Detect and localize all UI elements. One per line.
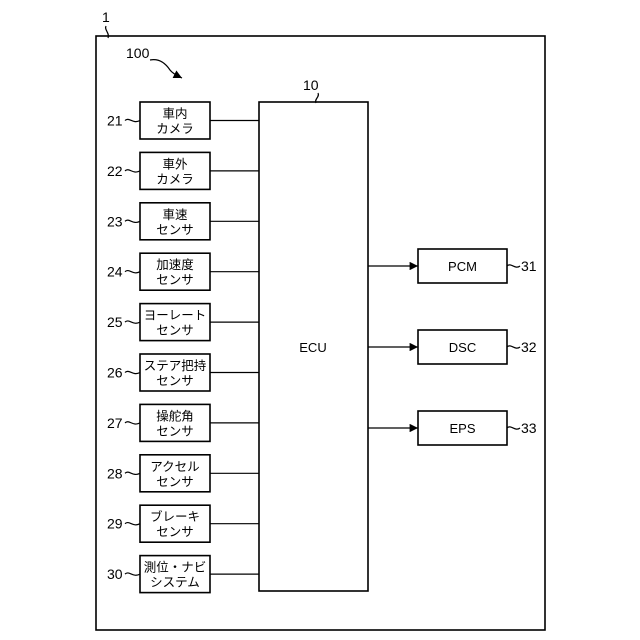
sensor-label-line2: センサ [156, 423, 194, 438]
sensor-ref-label: 24 [107, 264, 123, 280]
output-label: PCM [448, 259, 477, 274]
sensor-label-line1: 車速 [162, 207, 188, 222]
sensor-label-line1: 車外 [162, 156, 188, 171]
sensor-label-line1: 測位・ナビ [144, 560, 207, 575]
output-ref-label: 33 [521, 420, 537, 436]
sensor-label-line2: センサ [156, 222, 194, 237]
output-ref-label: 32 [521, 339, 537, 355]
sensor-label-line2: カメラ [156, 171, 194, 186]
ecu-ref-label: 10 [303, 77, 319, 93]
sensor-label-line1: ステア把持 [144, 358, 207, 373]
sensor-ref-label: 21 [107, 113, 123, 129]
vehicle-ref-label: 100 [126, 45, 150, 61]
sensor-label-line1: ブレーキ [150, 509, 200, 524]
sensor-label-line1: 加速度 [156, 257, 194, 272]
sensor-ref-label: 23 [107, 213, 123, 229]
sensor-label-line2: システム [150, 575, 200, 590]
sensor-label-line2: カメラ [156, 121, 194, 136]
sensor-label-line2: センサ [156, 323, 194, 338]
sensor-label-line1: 操舵角 [156, 408, 194, 423]
sensor-label-line2: センサ [156, 524, 194, 539]
sensor-ref-label: 29 [107, 516, 123, 532]
sensor-label-line2: センサ [156, 373, 194, 388]
system-ref-label: 1 [102, 9, 110, 25]
sensor-ref-label: 28 [107, 465, 123, 481]
sensor-ref-label: 22 [107, 163, 123, 179]
output-ref-label: 31 [521, 258, 537, 274]
output-label: EPS [449, 421, 475, 436]
sensor-ref-label: 26 [107, 365, 123, 381]
sensor-ref-label: 25 [107, 314, 123, 330]
sensor-label-line1: アクセル [150, 459, 199, 474]
sensor-ref-label: 27 [107, 415, 123, 431]
output-label: DSC [449, 340, 476, 355]
sensor-label-line2: センサ [156, 474, 194, 489]
sensor-label-line2: センサ [156, 272, 194, 287]
sensor-label-line1: ヨーレート [144, 308, 207, 323]
sensor-label-line1: 車内 [162, 106, 187, 121]
ecu-label: ECU [299, 340, 326, 355]
sensor-ref-label: 30 [107, 566, 123, 582]
